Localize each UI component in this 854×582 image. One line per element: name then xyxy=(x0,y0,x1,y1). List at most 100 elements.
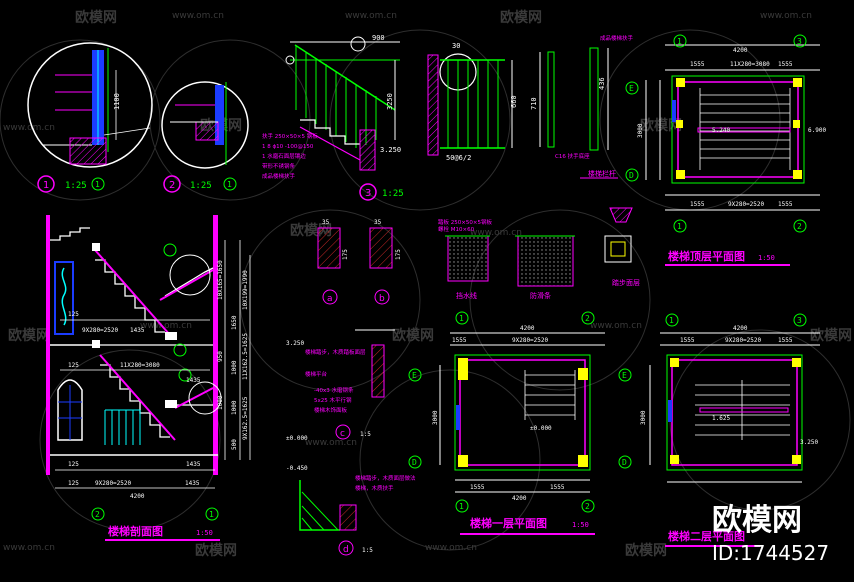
watermark-brand: 欧模网 xyxy=(8,327,50,344)
detail-d: d 1:5 楼梯踏步，木质面层做法 楼梯，木质扶手 xyxy=(299,474,416,556)
watermark-url: www.om.cn xyxy=(3,543,55,553)
d1-axis: 1 xyxy=(95,180,100,189)
svg-text:10X165=1650: 10X165=1650 xyxy=(217,260,224,300)
d3-notes: 扶手 250×50×5 钢板 1 8 ϕ10 -100@150 1 水磨石面层镶… xyxy=(262,132,318,180)
svg-text:11X162.5=1625: 11X162.5=1625 xyxy=(242,333,249,380)
svg-text:1000: 1000 xyxy=(231,400,238,415)
svg-text:-40x3 水磨钢条: -40x3 水磨钢条 xyxy=(314,386,354,394)
watermark-url: www.om.cn xyxy=(305,438,357,448)
svg-text:9X162.5=1625: 9X162.5=1625 xyxy=(242,396,249,440)
svg-text:防滑条: 防滑条 xyxy=(530,291,551,300)
svg-text:E: E xyxy=(629,84,634,93)
svg-text:1:5: 1:5 xyxy=(362,547,373,554)
detail-a-label: a xyxy=(327,294,333,304)
svg-text:9X280=2520: 9X280=2520 xyxy=(95,480,132,487)
svg-text:1555: 1555 xyxy=(452,337,467,344)
d3-level: 3.250 xyxy=(380,146,401,154)
svg-text:6.900: 6.900 xyxy=(808,127,826,134)
svg-text:带形不锈钢条: 带形不锈钢条 xyxy=(262,162,296,170)
svg-text:1435: 1435 xyxy=(186,461,201,468)
svg-text:35: 35 xyxy=(374,219,382,226)
svg-text:1555: 1555 xyxy=(778,61,793,68)
step-details: 踏板 250×50×5钢板 螺栓 M10×60 挡水线 防滑条 踏步面层 xyxy=(438,207,640,300)
svg-text:D: D xyxy=(412,458,417,467)
svg-text:±0.000: ±0.000 xyxy=(286,435,308,442)
svg-text:1650: 1650 xyxy=(231,315,238,330)
top-plan-title: 楼梯顶层平面图 xyxy=(668,249,745,263)
svg-text:660: 660 xyxy=(510,95,518,108)
d2-scale: 1:25 xyxy=(190,181,212,191)
svg-text:楼梯，木质扶手: 楼梯，木质扶手 xyxy=(355,484,394,492)
second-floor-plan: 1 3 E D 4200 1555 9X280=2520 1555 3000 3… xyxy=(618,313,820,547)
svg-text:踏板 250×50×5钢板: 踏板 250×50×5钢板 xyxy=(438,218,492,226)
svg-text:175: 175 xyxy=(342,249,349,260)
svg-text:楼梯踏步，木质踏板面层: 楼梯踏步，木质踏板面层 xyxy=(305,348,366,356)
rail-note: C16 扶手底座 xyxy=(555,152,590,160)
svg-text:1: 1 xyxy=(459,314,464,323)
d3-dim-top: 900 xyxy=(372,34,385,42)
svg-text:3000: 3000 xyxy=(640,410,647,425)
watermark-brand: 欧模网 xyxy=(195,542,237,559)
watermark-brand: 欧模网 xyxy=(810,327,852,344)
svg-text:1 8 ϕ10 -100@150: 1 8 ϕ10 -100@150 xyxy=(262,144,314,150)
svg-text:1555: 1555 xyxy=(550,484,565,491)
svg-text:4200: 4200 xyxy=(130,493,145,500)
svg-text:1555: 1555 xyxy=(690,201,705,208)
svg-text:1: 1 xyxy=(459,502,464,511)
handrail-profile: 710 436 成品楼梯扶手 C16 扶手底座 楼梯栏杆 xyxy=(530,34,634,179)
svg-text:125: 125 xyxy=(68,480,79,487)
detail-3: 900 3250 3.250 3 1:25 xyxy=(285,34,404,201)
svg-text:1000: 1000 xyxy=(231,360,238,375)
svg-text:4200: 4200 xyxy=(733,47,748,54)
svg-text:9X280=2520: 9X280=2520 xyxy=(512,337,549,344)
d1-scale: 1:25 xyxy=(65,181,87,191)
svg-text:3000: 3000 xyxy=(432,410,439,425)
svg-text:1 水磨石面层镶边: 1 水磨石面层镶边 xyxy=(262,152,306,160)
svg-text:±0.000: ±0.000 xyxy=(530,425,552,432)
svg-text:3: 3 xyxy=(797,37,802,46)
svg-text:2: 2 xyxy=(95,510,100,519)
svg-text:E: E xyxy=(622,371,627,380)
svg-text:10X199=1990: 10X199=1990 xyxy=(242,270,249,310)
detail-2: 2 1:25 1 xyxy=(161,81,249,193)
svg-text:1435: 1435 xyxy=(130,327,145,334)
svg-text:1: 1 xyxy=(669,316,674,325)
svg-text:5.240: 5.240 xyxy=(712,127,730,134)
svg-text:-0.450: -0.450 xyxy=(286,465,308,472)
svg-text:成品楼梯扶手: 成品楼梯扶手 xyxy=(262,172,296,180)
svg-text:436: 436 xyxy=(598,77,606,90)
watermark-url: www.om.cn xyxy=(172,11,224,21)
svg-text:2: 2 xyxy=(585,314,590,323)
d3-number: 3 xyxy=(365,188,371,199)
watermark-brand: 欧模网 xyxy=(392,327,434,344)
watermark-url: www.om.cn xyxy=(590,321,642,331)
rail-label: 楼梯栏杆 xyxy=(588,169,616,178)
svg-text:2: 2 xyxy=(797,222,802,231)
svg-text:1:5: 1:5 xyxy=(360,431,371,438)
watermark-url: www.om.cn xyxy=(425,543,477,553)
watermark-url: www.om.cn xyxy=(3,123,55,133)
svg-text:1: 1 xyxy=(677,37,682,46)
svg-text:2: 2 xyxy=(585,502,590,511)
svg-text:1555: 1555 xyxy=(690,61,705,68)
svg-text:35: 35 xyxy=(322,219,330,226)
svg-text:4200: 4200 xyxy=(512,495,527,502)
watermark-url: www.om.cn xyxy=(345,11,397,21)
svg-text:4200: 4200 xyxy=(520,325,535,332)
svg-text:5x25 木平行钢: 5x25 木平行钢 xyxy=(314,396,352,404)
d3-scale: 1:25 xyxy=(382,189,404,199)
d3-dim-side: 3250 xyxy=(386,93,394,110)
svg-text:D: D xyxy=(629,171,634,180)
detail-1: 1100 1 1:25 1 xyxy=(27,42,153,193)
d1-dim: 1100 xyxy=(113,93,121,110)
detail-a-b: a b 35 175 35 175 xyxy=(317,219,402,305)
svg-text:3.250: 3.250 xyxy=(800,439,818,446)
section-title: 楼梯剖面图 xyxy=(108,524,163,538)
detail-c-label: c xyxy=(340,429,345,439)
d1-number: 1 xyxy=(43,180,49,191)
watermark-layer xyxy=(0,29,851,551)
svg-text:D: D xyxy=(622,458,627,467)
watermark-logo: 欧模网 ID:1744527 xyxy=(712,503,829,565)
svg-text:1: 1 xyxy=(677,222,682,231)
